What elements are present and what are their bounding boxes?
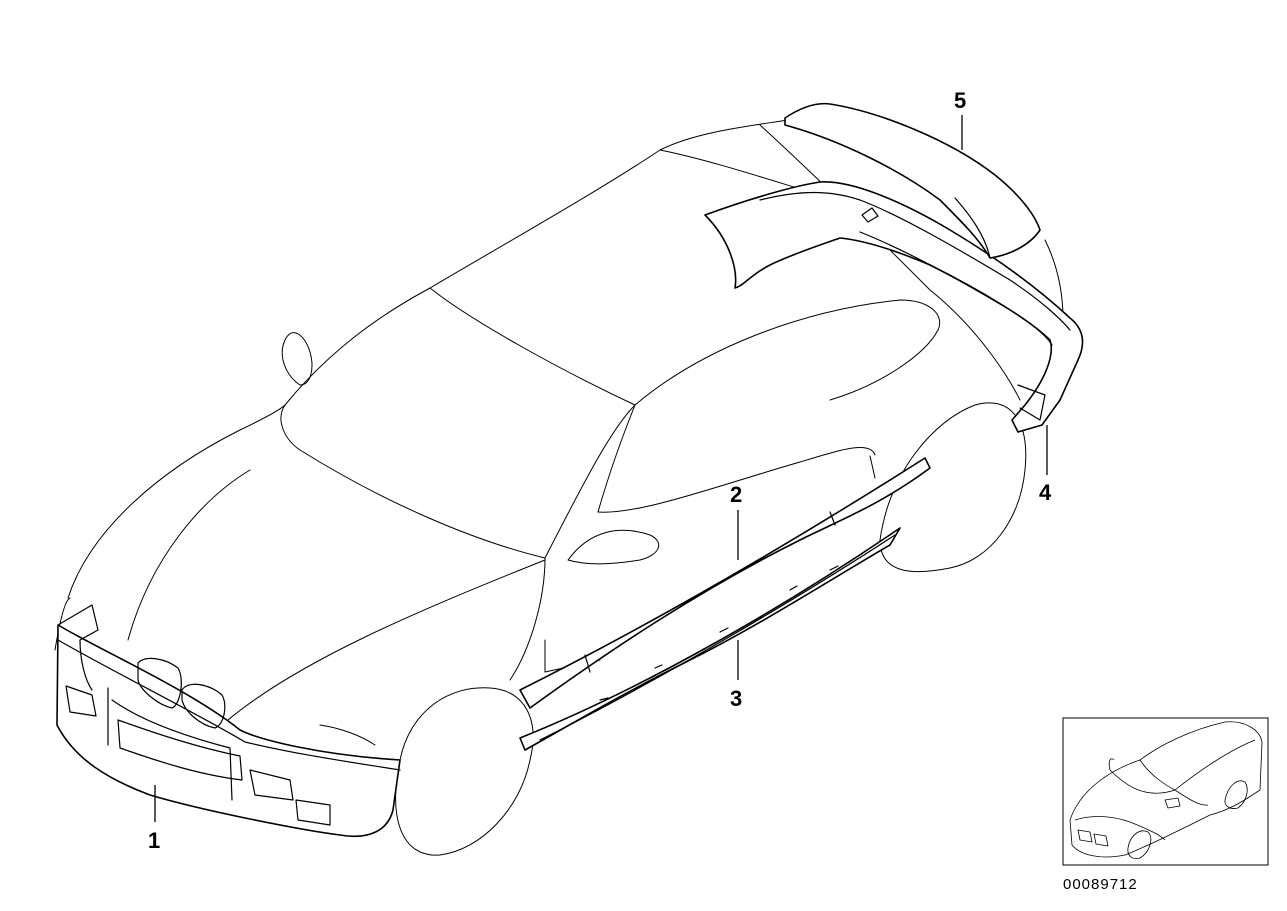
rear-bumper[interactable] [704, 181, 1084, 433]
callout-1[interactable]: 1 [148, 828, 160, 853]
drawing-number: 00089712 [1063, 876, 1138, 893]
car-body-outline [54, 117, 1064, 856]
callout-4[interactable]: 4 [1039, 480, 1052, 505]
side-skirt[interactable] [519, 527, 901, 751]
thumbnail-frame [1062, 717, 1269, 866]
leader-lines [154, 115, 1048, 822]
side-sill-trim[interactable] [519, 457, 931, 709]
front-bumper[interactable] [56, 604, 401, 837]
callout-2[interactable]: 2 [730, 482, 742, 507]
overview-thumbnail [1062, 717, 1269, 866]
callout-5[interactable]: 5 [954, 88, 966, 113]
callouts: 1 2 3 4 5 [148, 88, 1052, 853]
rear-spoiler[interactable] [784, 102, 1041, 259]
thumbnail-car [1069, 721, 1263, 859]
callout-3[interactable]: 3 [730, 686, 742, 711]
